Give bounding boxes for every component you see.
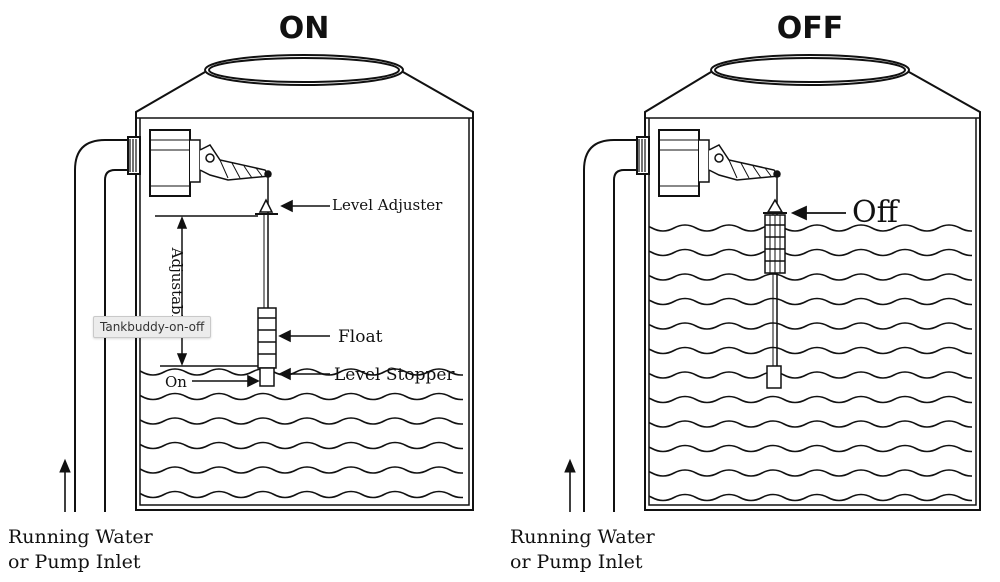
level-stopper-label: Level Stopper <box>334 365 455 385</box>
wave-line <box>140 368 463 376</box>
wave-line <box>649 444 972 453</box>
wave-line <box>649 469 972 477</box>
on-label: On <box>165 373 187 391</box>
inlet-label-line1-off: Running Water <box>510 526 656 548</box>
inlet-arrow-off <box>564 458 576 512</box>
inlet-label-line2-off: or Pump Inlet <box>510 551 643 573</box>
float-assembly-off <box>763 174 787 389</box>
off-title: OFF <box>777 11 844 46</box>
wave-line <box>140 490 463 499</box>
inlet-pipe-off <box>583 136 650 512</box>
wave-line <box>649 395 972 404</box>
wave-line <box>649 322 972 330</box>
wave-line <box>649 297 972 306</box>
off-label: Off <box>852 195 901 230</box>
wave-line <box>649 224 972 232</box>
tank-off <box>644 54 981 511</box>
inlet-label-line2-on: or Pump Inlet <box>8 551 141 573</box>
wave-line <box>649 420 972 428</box>
image-tooltip: Tankbuddy-on-off <box>93 316 212 338</box>
wave-line <box>649 248 972 257</box>
off-arrow <box>790 205 846 221</box>
float-label: Float <box>338 327 383 347</box>
wave-line <box>140 441 463 450</box>
water-waves-on <box>140 368 463 499</box>
inlet-pipe-on <box>74 136 141 512</box>
wave-line <box>140 392 463 401</box>
wave-line <box>140 417 463 425</box>
annotation-arrows-on <box>192 199 330 388</box>
wave-line <box>649 346 972 355</box>
wave-line <box>140 466 463 474</box>
inlet-arrow-on <box>59 458 71 512</box>
valve-arm-off <box>658 129 781 197</box>
on-title: ON <box>279 11 330 46</box>
wave-line <box>649 371 972 379</box>
valve-arm-on <box>149 129 272 197</box>
float-assembly-on <box>255 174 278 387</box>
wave-line <box>649 493 972 502</box>
inlet-label-line1-on: Running Water <box>8 526 154 548</box>
adjustable-label: Adjustable <box>168 247 186 329</box>
level-adjuster-label: Level Adjuster <box>332 196 443 214</box>
tank-on <box>135 54 474 511</box>
wave-line <box>649 273 972 281</box>
water-waves-off <box>649 224 972 502</box>
adjustable-range-on <box>155 215 258 367</box>
